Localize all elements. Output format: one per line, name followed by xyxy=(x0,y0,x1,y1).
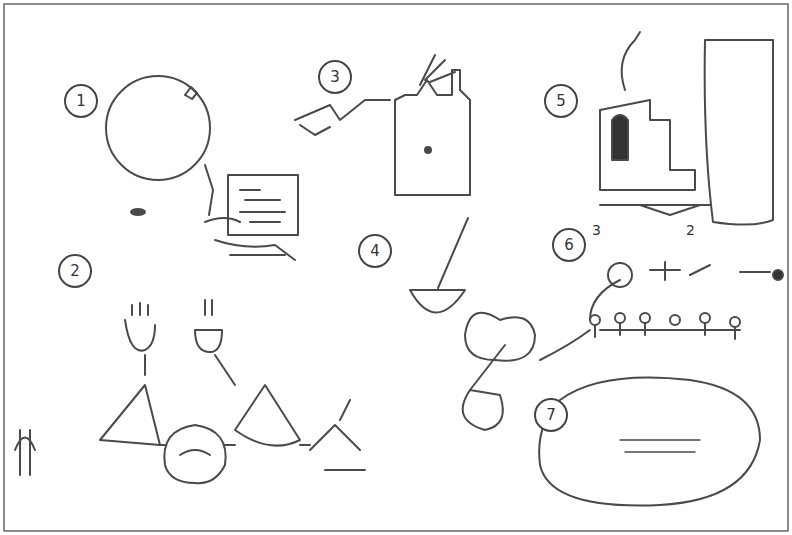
part-number: 3 xyxy=(590,222,603,238)
part-number: 2 xyxy=(684,222,697,238)
callout-number: 3 xyxy=(318,60,352,94)
callout-number: 2 xyxy=(58,254,92,288)
callout-number: 4 xyxy=(358,234,392,268)
callout-number: 5 xyxy=(544,84,578,118)
callout-number: 6 xyxy=(552,228,586,262)
callout-number: 7 xyxy=(534,398,568,432)
callout-number: 1 xyxy=(64,84,98,118)
